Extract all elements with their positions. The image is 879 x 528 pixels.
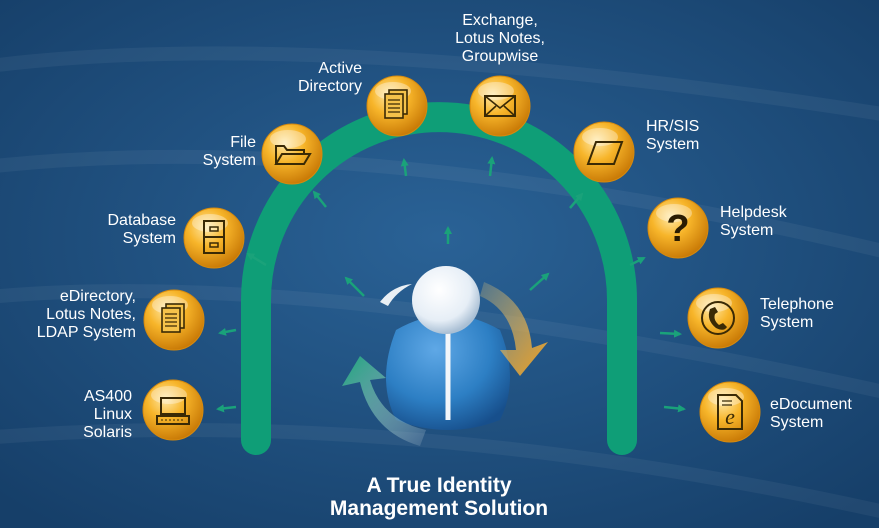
- documents-icon: [366, 75, 428, 137]
- label-line: Exchange,: [462, 12, 538, 29]
- inner-arrows: [344, 226, 550, 297]
- label-line: Active: [318, 60, 362, 77]
- folder-icon: [573, 121, 635, 183]
- envelope-icon: [469, 75, 531, 137]
- arrow-hrsis: [569, 192, 584, 209]
- label-edocument: eDocument System: [770, 396, 876, 432]
- label-line: File: [230, 134, 256, 151]
- green-cycle-arrow: [342, 356, 426, 446]
- label-line: Linux: [93, 406, 132, 423]
- label-line: Helpdesk: [720, 204, 787, 221]
- label-line: System: [646, 136, 700, 153]
- folder-icon: [261, 123, 323, 185]
- label-line: Lotus Notes,: [46, 306, 136, 323]
- label-line: LDAP System: [36, 324, 136, 341]
- label-line: eDirectory,: [59, 288, 136, 305]
- arrow-edocument: [663, 404, 686, 413]
- arrow-helpdesk: [629, 256, 646, 267]
- label-line: System: [202, 152, 256, 169]
- label-database: Database System: [60, 212, 177, 248]
- arrow-activedir: [400, 158, 409, 177]
- label-line: Database: [107, 212, 177, 229]
- edocument-icon: e: [699, 381, 761, 443]
- arrow-filesystem: [312, 190, 327, 208]
- file-cabinet-icon: [183, 207, 245, 269]
- label-helpdesk: Helpdesk System: [720, 204, 820, 240]
- person-head: [412, 266, 480, 334]
- label-telephone: Telephone System: [760, 296, 860, 332]
- label-line: Lotus Notes,: [455, 30, 545, 47]
- arrow-database: [246, 252, 267, 267]
- label-line: AS400: [83, 388, 132, 405]
- title-line-1: A True Identity: [366, 474, 512, 497]
- title-line-2: Management Solution: [329, 497, 549, 520]
- label-line: HR/SIS: [646, 118, 700, 135]
- documents-icon: [143, 289, 205, 351]
- label-hrsis: HR/SIS System: [646, 118, 736, 154]
- outer-arrows: [216, 156, 686, 413]
- diagram-title: A True Identity Management Solution: [289, 474, 589, 520]
- label-line: Telephone: [760, 296, 834, 313]
- svg-text:?: ?: [666, 208, 689, 250]
- label-line: Directory: [297, 78, 362, 95]
- label-as400: AS400 Linux Solaris: [30, 388, 132, 442]
- label-exchange: Exchange, Lotus Notes, Groupwise: [440, 12, 560, 66]
- arrow-edirectory: [218, 327, 237, 336]
- question-icon: ?: [647, 197, 709, 259]
- label-line: System: [122, 230, 176, 247]
- label-activedir: Active Directory: [290, 60, 362, 96]
- svg-text:e: e: [725, 404, 735, 429]
- arrow-as400: [216, 404, 237, 413]
- inner-arrow: [344, 276, 365, 297]
- label-edirectory: eDirectory, Lotus Notes, LDAP System: [0, 288, 136, 342]
- identity-arc: [241, 102, 637, 455]
- person-figure: [386, 266, 510, 430]
- telephone-icon: [687, 287, 749, 349]
- arrow-exchange: [487, 156, 496, 177]
- white-swoosh: [380, 284, 412, 306]
- label-line: System: [720, 222, 774, 239]
- orange-cycle-arrow: [480, 282, 548, 376]
- computer-icon: [142, 379, 204, 441]
- label-line: System: [760, 314, 814, 331]
- arrow-telephone: [659, 329, 682, 338]
- label-line: System: [770, 414, 824, 431]
- label-line: Solaris: [83, 424, 132, 441]
- label-line: eDocument: [770, 396, 852, 413]
- label-line: Groupwise: [461, 48, 539, 65]
- inner-arrow: [529, 272, 550, 291]
- label-filesystem: File System: [180, 134, 256, 170]
